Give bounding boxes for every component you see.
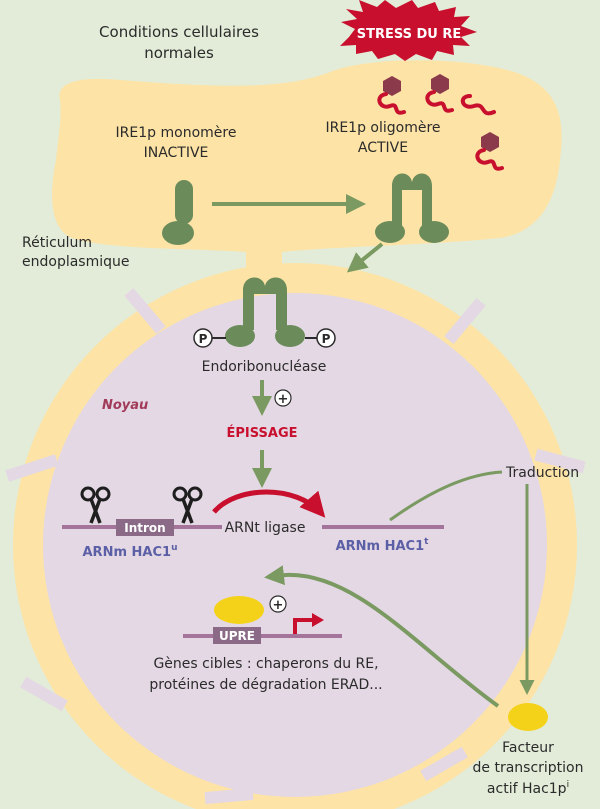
stress-starburst-icon <box>340 0 477 61</box>
translation-curve <box>389 470 503 522</box>
label-factor-line2: de transcription <box>473 760 584 776</box>
label-endoribonuclease: Endoribonucléase <box>202 359 327 375</box>
stress-label: STRESS DU RE <box>357 27 462 42</box>
label-conditions-line2: normales <box>144 44 214 62</box>
label-monomer-line1: IRE1p monomère <box>116 125 237 141</box>
label-factor-line3: actif Hac1pi <box>487 780 569 797</box>
phosphate-right-icon: P <box>305 328 336 348</box>
label-hac1t: ARNm HAC1t <box>336 537 430 554</box>
transcription-start-arrow <box>293 618 314 634</box>
label-oligomer-line1: IRE1p oligomère <box>325 120 440 136</box>
phosphate-right-label: P <box>322 332 331 346</box>
trna-ligase-arrow <box>212 489 326 518</box>
intron-box <box>116 519 174 536</box>
label-oligomer-line2: ACTIVE <box>358 140 408 156</box>
translocation-arrow <box>346 242 384 273</box>
hac1p-factor-icon <box>508 703 548 731</box>
label-translation: Traduction <box>505 465 579 481</box>
ire1-phospho-dimer-icon <box>225 277 305 347</box>
phosphate-left-icon: P <box>193 328 226 348</box>
upre-label: UPRE <box>219 629 255 643</box>
label-trna-ligase: ARNt ligase <box>225 520 306 536</box>
label-factor-line1: Facteur <box>502 740 554 756</box>
phosphate-left-label: P <box>199 332 208 346</box>
plus-icon-splicing: + <box>274 389 292 407</box>
label-target-genes-line2: protéines de dégradation ERAD... <box>149 677 382 693</box>
ire1-monomer-icon <box>162 180 194 245</box>
label-nucleus: Noyau <box>102 398 148 413</box>
plus-splicing-label: + <box>278 392 289 407</box>
scissors-right-icon <box>172 486 203 524</box>
ire1-oligomer-icon <box>375 173 449 243</box>
factor-binding-arrow <box>264 565 500 708</box>
label-hac1u: ARNm HAC1u <box>83 543 178 560</box>
transcription-start-arrowhead <box>312 613 324 627</box>
plus-upre-label: + <box>273 598 284 613</box>
nuclear-pores <box>5 287 586 805</box>
label-monomer-line2: INACTIVE <box>144 145 209 161</box>
nucleus-interior <box>43 293 547 797</box>
misfolded-proteins <box>377 74 504 171</box>
bound-factor-icon <box>214 596 264 624</box>
plus-icon-upre: + <box>269 595 287 613</box>
label-reticulum-line2: endoplasmique <box>22 254 130 270</box>
upre-box <box>213 627 261 644</box>
label-target-genes-line1: Gènes cibles : chaperons du RE, <box>153 656 378 672</box>
label-reticulum-line1: Réticulum <box>22 235 92 251</box>
label-conditions-line1: Conditions cellulaires <box>99 23 259 41</box>
intron-label: Intron <box>124 521 165 535</box>
scissors-left-icon <box>80 486 111 524</box>
label-splicing: ÉPISSAGE <box>227 425 298 441</box>
